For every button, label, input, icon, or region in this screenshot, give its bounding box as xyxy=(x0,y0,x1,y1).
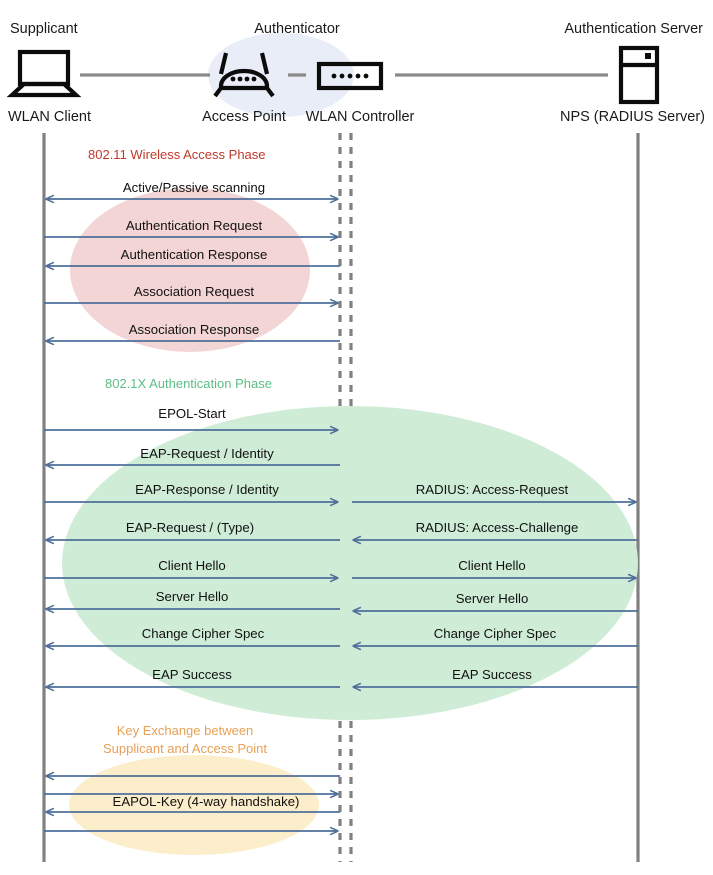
message-m1: Active/Passive scanning xyxy=(46,180,338,199)
message-label: Change Cipher Spec xyxy=(142,626,265,641)
wireless-router-icon xyxy=(213,52,275,98)
message-m15: Server Hello xyxy=(353,591,638,611)
message-label: EPOL-Start xyxy=(158,406,226,421)
message-m7: EAP-Request / Identity xyxy=(46,446,340,465)
message-m17: Change Cipher Spec xyxy=(353,626,638,646)
phase-8021x-label: 802.1X Authentication Phase xyxy=(105,376,272,391)
message-label: Association Request xyxy=(134,284,255,299)
message-label: Server Hello xyxy=(156,589,229,604)
message-m19: EAP Success xyxy=(353,667,638,687)
message-label: EAP-Response / Identity xyxy=(135,482,279,497)
message-label: RADIUS: Access-Challenge xyxy=(416,520,579,535)
message-label: EAP-Request / (Type) xyxy=(126,520,254,535)
phase-80211-label: 802.11 Wireless Access Phase xyxy=(88,147,266,162)
message-label: EAP Success xyxy=(152,667,232,682)
message-m16: Change Cipher Spec xyxy=(46,626,340,646)
actor-name-wlan-client: WLAN Client xyxy=(8,109,91,125)
message-label: Server Hello xyxy=(456,591,529,606)
message-label: Client Hello xyxy=(158,558,225,573)
message-m5: Association Response xyxy=(46,322,340,341)
message-label: RADIUS: Access-Request xyxy=(416,482,569,497)
network-switch-icon xyxy=(316,61,384,91)
message-m9: RADIUS: Access-Request xyxy=(352,482,636,502)
message-m10: EAP-Request / (Type) xyxy=(46,520,340,540)
actor-name-access-point: Access Point xyxy=(202,109,286,125)
message-label: EAP-Request / Identity xyxy=(140,446,274,461)
message-m12: Client Hello xyxy=(44,558,338,578)
phase-80211-ellipse xyxy=(70,188,310,352)
message-label: Client Hello xyxy=(458,558,525,573)
message-m6: EPOL-Start xyxy=(44,406,338,430)
phase-key-exchange-ellipse xyxy=(69,755,319,855)
actor-name-wlan-controller: WLAN Controller xyxy=(306,109,415,125)
message-m13: Client Hello xyxy=(352,558,636,578)
message-m22: EAPOL-Key (4-way handshake) xyxy=(46,794,340,812)
actor-name-nps-radius-server: NPS (RADIUS Server) xyxy=(560,109,705,125)
actor-role-supplicant: Supplicant xyxy=(10,21,78,37)
server-rack-icon xyxy=(618,45,660,105)
message-m3: Authentication Response xyxy=(46,247,340,266)
message-label: Change Cipher Spec xyxy=(434,626,557,641)
message-m2: Authentication Request xyxy=(44,218,338,237)
message-label: Authentication Response xyxy=(121,247,268,262)
actor-role-authentication-server: Authentication Server xyxy=(564,21,703,37)
message-m14: Server Hello xyxy=(46,589,340,609)
phase-8021x-ellipse xyxy=(62,406,638,720)
message-m18: EAP Success xyxy=(46,667,340,687)
message-m8: EAP-Response / Identity xyxy=(44,482,338,502)
authenticator-highlight-ellipse xyxy=(208,33,354,117)
actor-role-authenticator: Authenticator xyxy=(254,21,340,37)
phase-key-exchange-label-line1: Key Exchange between xyxy=(117,723,254,738)
message-m11: RADIUS: Access-Challenge xyxy=(353,520,638,540)
phase-key-exchange-label-line2: Supplicant and Access Point xyxy=(103,741,267,756)
message-m4: Association Request xyxy=(44,284,338,303)
message-label: EAPOL-Key (4-way handshake) xyxy=(113,794,300,809)
laptop-icon xyxy=(6,49,82,98)
message-label: EAP Success xyxy=(452,667,532,682)
message-label: Active/Passive scanning xyxy=(123,180,265,195)
message-label: Association Response xyxy=(129,322,259,337)
message-label: Authentication Request xyxy=(126,218,263,233)
